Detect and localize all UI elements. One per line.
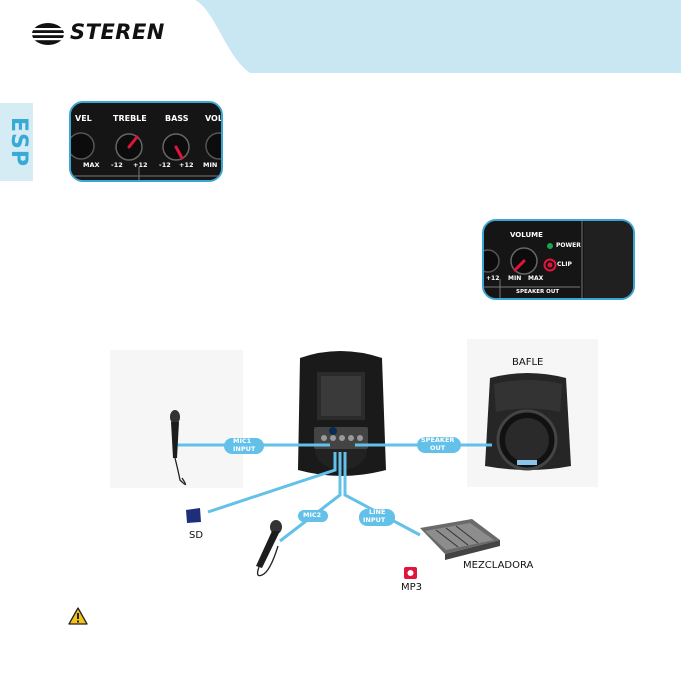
sd-label: SD <box>189 530 203 541</box>
mic1-input-label-bottom: INPUT <box>233 445 255 453</box>
mp3-label: MP3 <box>401 582 422 593</box>
volume-panel: VOLUME POWER CLIP MIN MAX +12 SPEAKER OU… <box>482 219 635 300</box>
knob-scale-bass-max: +12 <box>179 161 194 169</box>
knob-label-bass: BASS <box>165 114 188 123</box>
speaker-out-label-bottom: OUT <box>430 444 445 452</box>
left-scale-label: +12 <box>486 275 499 282</box>
power-indicator-label: POWER <box>556 242 581 249</box>
sd-card-icon <box>186 508 201 523</box>
speaker-out-label: SPEAKER OUT <box>516 289 559 295</box>
volume-knob-graphic <box>484 221 633 298</box>
clip-indicator-label: CLIP <box>557 261 572 268</box>
mic1-input-label-top: MIC1 <box>233 437 251 445</box>
knob-scale-treble-max: +12 <box>133 161 148 169</box>
language-label: ESP <box>5 110 31 174</box>
knob-scale-treble-min: -12 <box>111 161 123 169</box>
warning-icon <box>68 607 88 625</box>
bafle-speaker-illustration <box>485 373 571 470</box>
main-speaker-illustration <box>298 351 386 476</box>
steren-logo-icon <box>30 20 70 48</box>
volume-min-label: MIN <box>508 275 521 282</box>
steren-logo <box>30 20 70 53</box>
mixer-illustration <box>420 519 500 560</box>
knob-scale-bass-min: -12 <box>159 161 171 169</box>
tone-controls-panel: VEL TREBLE BASS VOL MAX -12 +12 -12 +12 … <box>69 101 223 182</box>
volume-max-label: MAX <box>528 275 543 282</box>
line-input-label-top: LINE <box>369 508 385 516</box>
microphone-2-illustration <box>256 520 282 576</box>
knob-label-treble: TREBLE <box>113 114 147 123</box>
knob-label-volume: VOL <box>205 114 223 123</box>
knob-scale-volume-min: MIN <box>203 161 217 169</box>
connection-diagram <box>0 330 681 610</box>
brand-name: STEREN <box>70 20 165 44</box>
bafle-label: BAFLE <box>512 357 543 368</box>
speaker-out-label-top: SPEAKER <box>421 436 454 444</box>
line-input-label-bottom: INPUT <box>363 516 385 524</box>
mic2-label: MIC2 <box>303 511 321 519</box>
mezcladora-label: MEZCLADORA <box>463 560 533 571</box>
knob-scale-level-max: MAX <box>83 161 100 169</box>
knob-label-level: VEL <box>75 114 92 123</box>
volume-title: VOLUME <box>510 231 543 239</box>
